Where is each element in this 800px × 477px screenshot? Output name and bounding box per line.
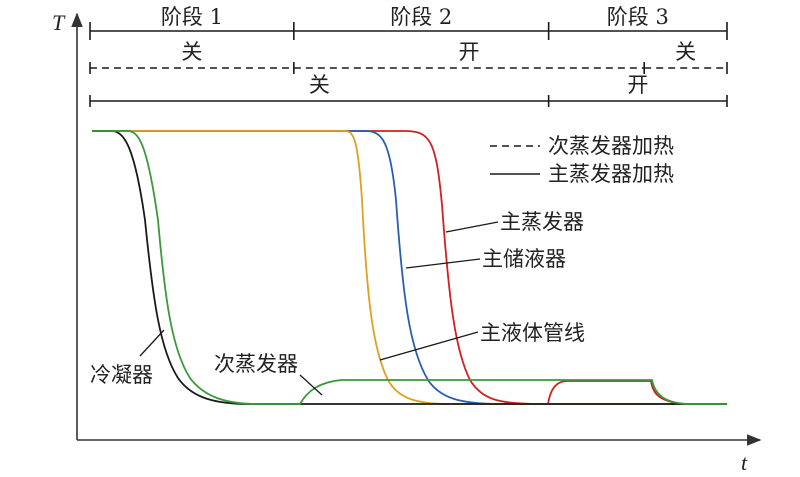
heater-row-1-label-2: 开 <box>459 40 480 64</box>
legend-secondary-heating-label: 次蒸发器加热 <box>548 134 674 158</box>
label-main-evaporator: 主蒸发器 <box>500 210 584 234</box>
curve-main-reservoir <box>92 130 727 405</box>
leader-main-evaporator <box>445 221 499 233</box>
heater-row-1-label-3: 关 <box>675 40 696 64</box>
label-secondary-evaporator: 次蒸发器 <box>214 352 298 376</box>
heater-row-1-label-1: 关 <box>181 40 202 64</box>
curve-main-liquid-line <box>92 130 727 405</box>
phase-label-1: 阶段 1 <box>161 5 223 29</box>
curve-secondary-evaporator <box>92 130 727 405</box>
label-main-reservoir: 主储液器 <box>482 247 566 271</box>
leader-condenser <box>139 329 165 357</box>
leader-secondary-evaporator <box>299 374 323 396</box>
curve-main-evaporator <box>92 130 727 405</box>
phase-bars: 阶段 1 阶段 2 阶段 3 <box>89 5 728 40</box>
label-main-liquid-line: 主液体管线 <box>480 321 585 345</box>
legend: 次蒸发器加热 主蒸发器加热 <box>490 134 674 186</box>
curve-callouts: 主蒸发器 主储液器 主液体管线 冷凝器 次蒸发器 <box>90 210 585 396</box>
leader-main-reservoir <box>405 258 481 269</box>
heater-rows: 关开关关开 <box>89 40 728 107</box>
curve-condenser <box>92 130 727 405</box>
leader-main-liquid-line <box>379 331 479 361</box>
phase-label-2: 阶段 2 <box>390 5 452 29</box>
x-axis-title: t <box>741 450 748 475</box>
heater-row-2-label-1: 关 <box>309 73 330 97</box>
phase-label-3: 阶段 3 <box>607 5 669 29</box>
heater-row-2-label-2: 开 <box>627 73 648 97</box>
y-axis-title: T <box>52 10 66 35</box>
label-condenser: 冷凝器 <box>90 363 153 387</box>
legend-main-heating-label: 主蒸发器加热 <box>548 162 674 186</box>
